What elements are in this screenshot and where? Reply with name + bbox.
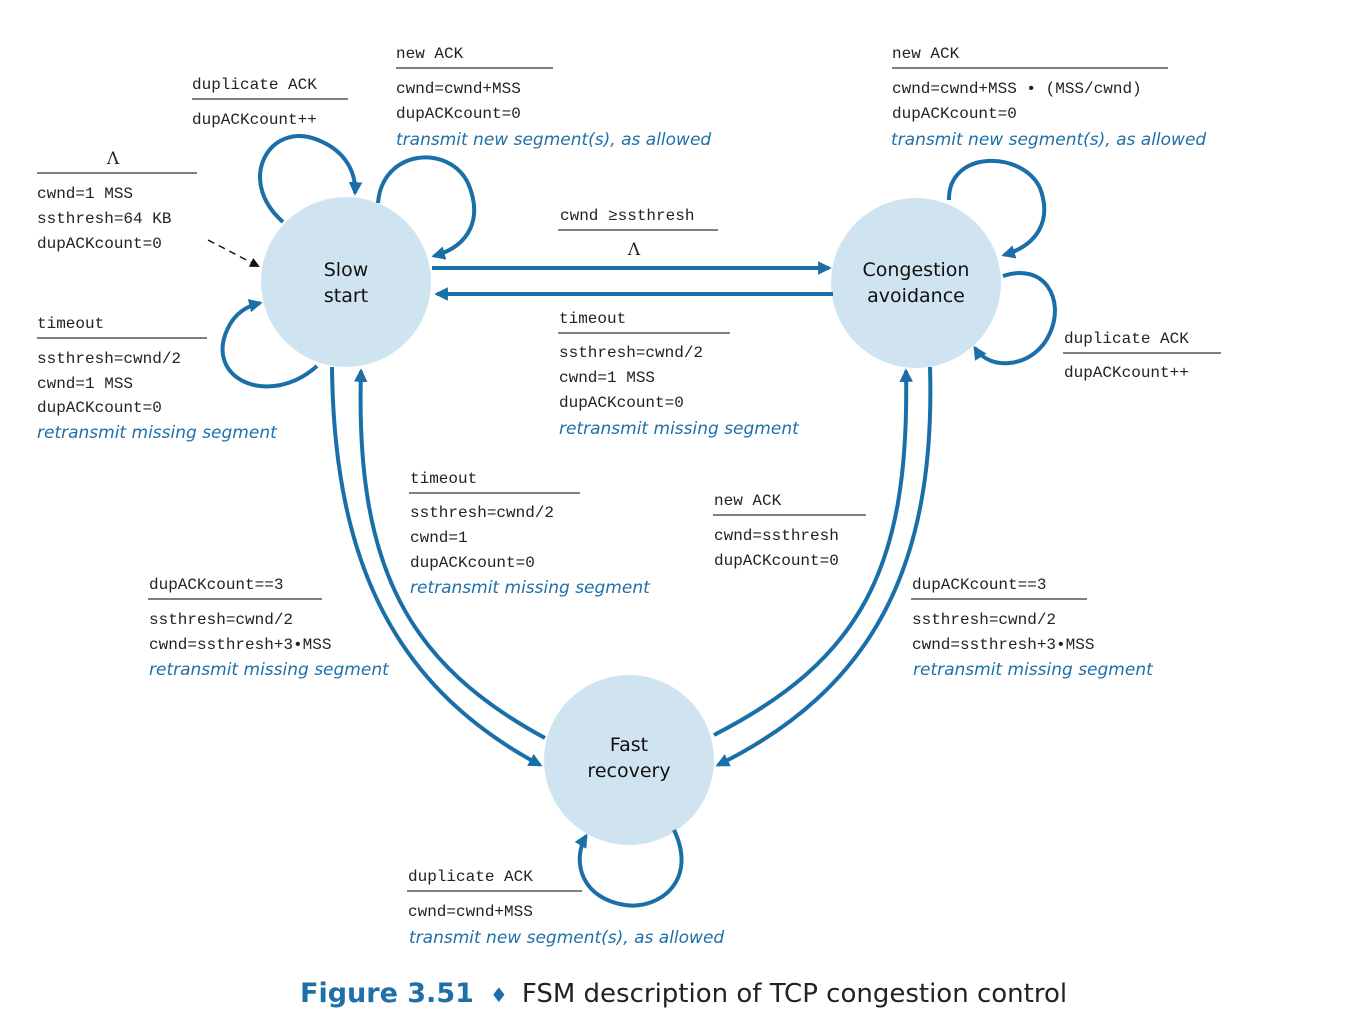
action-text: cwnd=1 MSS [37, 375, 133, 393]
loop-ss-new-ack [376, 155, 477, 260]
event-text: cwnd ≥ssthresh [560, 207, 694, 225]
action-text: cwnd=1 [410, 529, 468, 547]
event-text: new ACK [396, 45, 464, 63]
state-label: Slow [324, 259, 369, 281]
action-text: dupACKcount=0 [559, 394, 684, 412]
event-text: duplicate ACK [192, 76, 317, 94]
arrow-initial [207, 239, 260, 267]
action-text: cwnd=1 MSS [37, 185, 133, 203]
action-note: retransmit missing segment [913, 660, 1154, 680]
action-text: ssthresh=64 KB [37, 210, 171, 228]
event-text: duplicate ACK [408, 868, 533, 886]
action-text: dupACKcount=0 [37, 235, 162, 253]
action-note: retransmit missing segment [37, 423, 278, 443]
event-lambda: Λ [106, 149, 120, 169]
event-text: timeout [37, 315, 104, 333]
caption-text: FSM description of TCP congestion contro… [522, 979, 1067, 1009]
action-note: retransmit missing segment [410, 578, 651, 598]
action-text: cwnd=ssthresh+3•MSS [149, 636, 331, 654]
action-text: dupACKcount=0 [714, 552, 839, 570]
caption-number: Figure 3.51 [300, 978, 474, 1009]
action-text: dupACKcount=0 [37, 399, 162, 417]
arrow-ss-to-fr [330, 366, 543, 767]
event-text: dupACKcount==3 [149, 576, 283, 594]
action-text: cwnd=cwnd+MSS • (MSS/cwnd) [892, 80, 1142, 98]
action-text: ssthresh=cwnd/2 [410, 504, 554, 522]
state-label: Congestion [863, 259, 970, 281]
event-text: new ACK [892, 45, 960, 63]
action-text: dupACKcount=0 [410, 554, 535, 572]
caption-separator: ♦ [490, 983, 508, 1007]
action-text: ssthresh=cwnd/2 [37, 350, 181, 368]
loop-ca-dup-ack [973, 271, 1057, 366]
state-label: start [324, 285, 368, 307]
arrow-fr-to-ss [353, 368, 546, 740]
state-congestion-avoidance [831, 198, 1001, 368]
action-note: retransmit missing segment [149, 660, 390, 680]
action-text: cwnd=ssthresh+3•MSS [912, 636, 1094, 654]
state-label: recovery [587, 760, 670, 782]
arrow-fr-to-ca [713, 368, 914, 737]
action-text: dupACKcount=0 [892, 105, 1017, 123]
action-text: ssthresh=cwnd/2 [149, 611, 293, 629]
event-text: new ACK [714, 492, 782, 510]
event-text: timeout [410, 470, 477, 488]
event-text: duplicate ACK [1064, 330, 1189, 348]
loop-ss-timeout [220, 299, 319, 389]
action-text: dupACKcount++ [1064, 364, 1189, 382]
action-note: transmit new segment(s), as allowed [409, 928, 724, 948]
loop-fr-dup-ack [574, 829, 684, 908]
state-label: avoidance [867, 285, 965, 307]
loop-ss-dup-ack [258, 134, 363, 224]
action-text: ssthresh=cwnd/2 [912, 611, 1056, 629]
figure-caption: Figure 3.51 ♦ FSM description of TCP con… [300, 978, 1067, 1009]
action-text: dupACKcount=0 [396, 105, 521, 123]
event-text: dupACKcount==3 [912, 576, 1046, 594]
action-text: cwnd=1 MSS [559, 369, 655, 387]
arrow-ca-to-fr [715, 366, 933, 767]
action-lambda: Λ [627, 240, 641, 260]
state-slow-start [261, 197, 431, 367]
action-text: cwnd=cwnd+MSS [396, 80, 521, 98]
state-fast-recovery [544, 675, 714, 845]
action-text: ssthresh=cwnd/2 [559, 344, 703, 362]
action-text: dupACKcount++ [192, 111, 317, 129]
loop-ca-new-ack [946, 158, 1047, 259]
state-label: Fast [610, 734, 648, 756]
event-text: timeout [559, 310, 626, 328]
action-note: retransmit missing segment [559, 419, 800, 439]
action-text: cwnd=ssthresh [714, 527, 839, 545]
action-note: transmit new segment(s), as allowed [891, 130, 1206, 150]
action-text: cwnd=cwnd+MSS [408, 903, 533, 921]
action-note: transmit new segment(s), as allowed [396, 130, 711, 150]
